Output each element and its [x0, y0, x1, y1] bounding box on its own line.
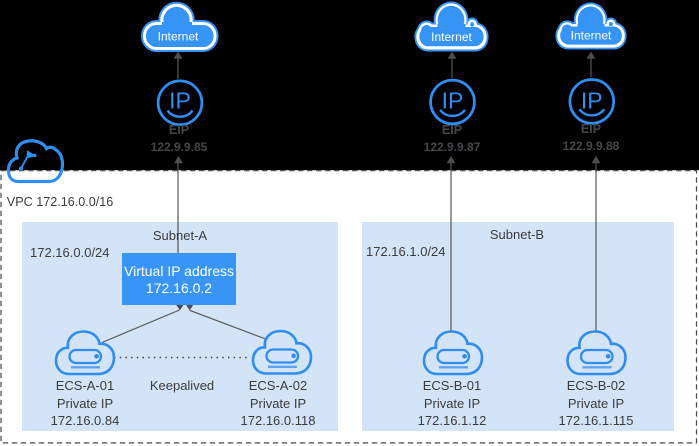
svg-text:Virtual IP address: Virtual IP address	[124, 263, 234, 279]
svg-text:Keepalived: Keepalived	[150, 378, 214, 393]
svg-text:EIP: EIP	[169, 123, 189, 137]
svg-text:122.9.9.88: 122.9.9.88	[563, 139, 620, 153]
svg-text:IP: IP	[442, 87, 464, 113]
svg-text:172.16.0.118: 172.16.0.118	[241, 413, 316, 428]
svg-text:Private IP: Private IP	[568, 396, 624, 411]
svg-text:ECS-A-01: ECS-A-01	[56, 378, 115, 393]
svg-text:IP: IP	[581, 87, 603, 113]
svg-text:Private IP: Private IP	[57, 396, 113, 411]
svg-text:172.16.1.0/24: 172.16.1.0/24	[366, 244, 446, 259]
svg-text:172.16.0.0/24: 172.16.0.0/24	[30, 245, 110, 260]
svg-text:Internet: Internet	[431, 30, 472, 44]
svg-text:122.9.9.87: 122.9.9.87	[424, 140, 481, 154]
svg-text:IP: IP	[169, 88, 191, 114]
svg-text:172.16.0.2: 172.16.0.2	[146, 280, 212, 296]
svg-text:EIP: EIP	[442, 123, 462, 137]
svg-text:ECS-B-01: ECS-B-01	[423, 378, 482, 393]
svg-text:VPC 172.16.0.0/16: VPC 172.16.0.0/16	[7, 195, 113, 209]
svg-text:Private IP: Private IP	[424, 396, 480, 411]
svg-text:Internet: Internet	[571, 29, 612, 43]
svg-text:Subnet-A: Subnet-A	[153, 228, 208, 243]
svg-text:122.9.9.85: 122.9.9.85	[151, 140, 208, 154]
svg-text:ECS-B-02: ECS-B-02	[567, 378, 626, 393]
svg-text:Private IP: Private IP	[250, 396, 306, 411]
svg-text:Subnet-B: Subnet-B	[490, 227, 544, 242]
svg-text:EIP: EIP	[581, 122, 601, 136]
svg-text:172.16.0.84: 172.16.0.84	[51, 413, 120, 428]
svg-text:Internet: Internet	[158, 30, 199, 44]
svg-text:172.16.1.115: 172.16.1.115	[559, 413, 634, 428]
svg-text:ECS-A-02: ECS-A-02	[249, 378, 308, 393]
svg-text:172.16.1.12: 172.16.1.12	[418, 413, 487, 428]
